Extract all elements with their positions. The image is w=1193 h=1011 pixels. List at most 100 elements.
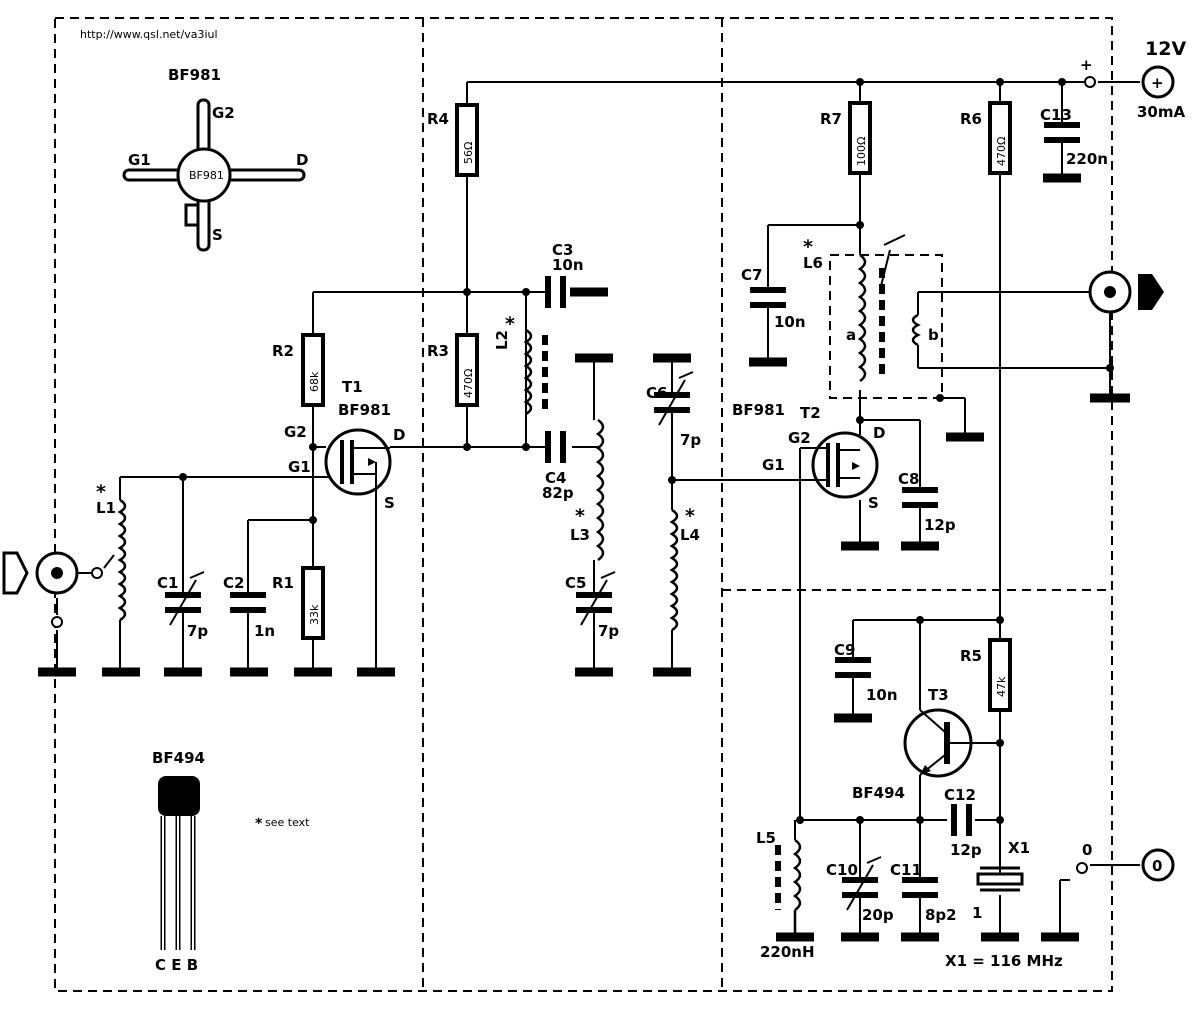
svg-text:*: * xyxy=(505,313,515,335)
svg-text:C3: C3 xyxy=(552,241,573,259)
svg-text:*: * xyxy=(96,481,106,503)
svg-text:12p: 12p xyxy=(924,516,956,534)
svg-text:BF981: BF981 xyxy=(732,401,785,419)
svg-text:R7: R7 xyxy=(820,110,842,128)
svg-text:L2: L2 xyxy=(493,330,511,350)
svg-text:12V: 12V xyxy=(1145,38,1186,60)
wires xyxy=(56,81,1140,935)
svg-text:*: * xyxy=(803,236,813,258)
svg-text:C8: C8 xyxy=(898,470,919,488)
svg-text:S: S xyxy=(868,494,879,512)
input-connector xyxy=(2,551,103,628)
svg-text:C9: C9 xyxy=(834,641,855,659)
svg-text:47k: 47k xyxy=(995,676,1008,697)
svg-text:100Ω: 100Ω xyxy=(855,137,868,166)
svg-text:X1: X1 xyxy=(1008,839,1030,857)
l6-shield xyxy=(829,254,943,399)
svg-text:G2: G2 xyxy=(788,429,811,447)
svg-text:*: * xyxy=(685,505,695,527)
svg-text:L6: L6 xyxy=(803,254,823,272)
resistor-r5: R5 47k xyxy=(960,638,1012,712)
svg-text:G1: G1 xyxy=(288,458,311,476)
svg-text:G1: G1 xyxy=(128,151,151,169)
svg-text:T1: T1 xyxy=(342,378,363,396)
output-connector xyxy=(1088,270,1164,314)
svg-text:a: a xyxy=(846,326,856,344)
svg-text:C7: C7 xyxy=(741,266,762,284)
svg-text:C5: C5 xyxy=(565,574,586,592)
svg-text:R4: R4 xyxy=(427,110,449,128)
crystal-x1: X1 1 X1 = 116 MHz xyxy=(945,839,1063,970)
svg-text:R5: R5 xyxy=(960,647,982,665)
svg-text:7p: 7p xyxy=(680,431,701,449)
star-note-asterisk: * xyxy=(255,816,263,832)
svg-text:10n: 10n xyxy=(866,686,898,704)
svg-text:C10: C10 xyxy=(826,861,858,879)
supply-terminals: + + 12V 30mA 0 0 xyxy=(1076,38,1186,882)
ground-bars xyxy=(38,173,1130,942)
svg-text:D: D xyxy=(873,424,885,442)
trimmer-arrows xyxy=(169,234,906,911)
junction-dots xyxy=(179,78,1114,824)
svg-text:C E B: C E B xyxy=(155,956,198,974)
resistor-r6: R6 470Ω xyxy=(960,101,1012,175)
svg-text:G2: G2 xyxy=(284,423,307,441)
svg-text:C12: C12 xyxy=(944,786,976,804)
svg-text:BF494: BF494 xyxy=(852,784,905,802)
svg-text:C13: C13 xyxy=(1040,106,1072,124)
svg-text:C4: C4 xyxy=(545,469,566,487)
svg-text:82p: 82p xyxy=(542,484,574,502)
svg-text:L4: L4 xyxy=(680,526,700,544)
svg-text:1: 1 xyxy=(972,904,982,922)
bf494-pinout: BF494 C E B xyxy=(152,749,205,974)
svg-text:0: 0 xyxy=(1152,857,1162,875)
svg-text:G2: G2 xyxy=(212,104,235,122)
capacitor-plates xyxy=(165,122,1080,898)
star-note: see text xyxy=(265,816,310,829)
svg-text:S: S xyxy=(212,226,223,244)
svg-text:220n: 220n xyxy=(1066,150,1108,168)
svg-text:R2: R2 xyxy=(272,342,294,360)
svg-text:T2: T2 xyxy=(800,404,821,422)
resistor-r2: R2 68k xyxy=(272,333,325,407)
svg-text:C1: C1 xyxy=(157,574,178,592)
section-borders xyxy=(54,17,1113,992)
svg-text:D: D xyxy=(296,151,308,169)
svg-text:33k: 33k xyxy=(308,604,321,625)
svg-text:R1: R1 xyxy=(272,574,294,592)
transistor-t1: T1 BF981 G2 G1 D S xyxy=(284,378,405,512)
svg-text:C2: C2 xyxy=(223,574,244,592)
inductors xyxy=(117,253,921,935)
svg-text:L5: L5 xyxy=(756,829,776,847)
svg-text:470Ω: 470Ω xyxy=(995,137,1008,166)
svg-text:20p: 20p xyxy=(862,906,894,924)
svg-text:T3: T3 xyxy=(928,686,949,704)
svg-text:7p: 7p xyxy=(187,622,208,640)
ferrite-cores xyxy=(542,268,885,910)
svg-text:R6: R6 xyxy=(960,110,982,128)
resistor-r7: R7 100Ω xyxy=(820,101,872,175)
svg-text:L3: L3 xyxy=(570,526,590,544)
svg-text:1n: 1n xyxy=(254,622,275,640)
svg-text:8p2: 8p2 xyxy=(925,906,957,924)
svg-text:68k: 68k xyxy=(308,371,321,392)
svg-text:56Ω: 56Ω xyxy=(462,142,475,164)
svg-text:10n: 10n xyxy=(552,256,584,274)
svg-text:+: + xyxy=(1080,56,1093,74)
svg-text:10n: 10n xyxy=(774,313,806,331)
inductor-labels: * L1 * L2 * L3 * L4 * L6 a b L5 220nH xyxy=(96,236,939,961)
svg-text:BF981: BF981 xyxy=(189,169,224,182)
resistor-r3: R3 470Ω xyxy=(427,333,479,407)
capacitor-labels: C1 7p C2 1n C3 10n C4 82p C5 7p C6 7p C7… xyxy=(157,106,1108,924)
svg-text:L1: L1 xyxy=(96,499,116,517)
svg-text:BF981: BF981 xyxy=(338,401,391,419)
svg-text:X1 = 116 MHz: X1 = 116 MHz xyxy=(945,952,1063,970)
svg-text:BF494: BF494 xyxy=(152,749,205,767)
svg-text:0: 0 xyxy=(1082,841,1092,859)
svg-text:BF981: BF981 xyxy=(168,66,221,84)
svg-text:C6: C6 xyxy=(646,384,667,402)
svg-text:C11: C11 xyxy=(890,861,922,879)
svg-text:G1: G1 xyxy=(762,456,785,474)
svg-text:7p: 7p xyxy=(598,622,619,640)
